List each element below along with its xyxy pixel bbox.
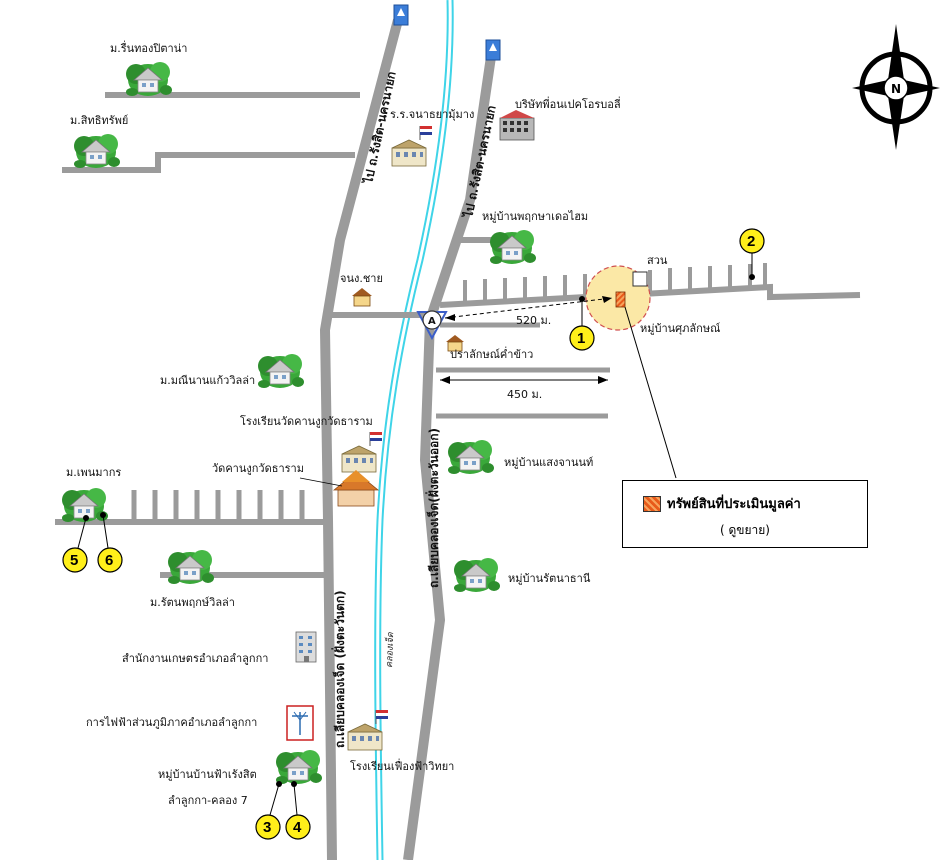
legend: ทรัพย์สินที่ประเมินมูลค่า ( ดูขยาย) <box>622 480 868 548</box>
svg-text:1: 1 <box>577 330 585 347</box>
soi-ticks-west <box>131 490 305 520</box>
label-manee: ม.มณีนานแก้ววิลล่า <box>160 374 255 387</box>
road-east <box>403 49 497 860</box>
label-garden: สวน <box>647 254 668 267</box>
distance-label-520: 520 ม. <box>516 314 551 327</box>
label-village-rattanathani: หมู่บ้านรัตนาธานี <box>508 572 591 585</box>
svg-text:3: 3 <box>263 819 271 836</box>
garden-icon <box>632 271 648 287</box>
marker-3: 3 <box>255 781 282 840</box>
road-label-west-bottom: ถ.เลียบคลองเจ็ด (ฝั่งตะวันตก) <box>331 590 347 748</box>
road-west <box>319 18 403 860</box>
office-icon <box>295 631 317 663</box>
label-school-top: ร.ร.จนาธยามุ้มาง <box>390 108 474 121</box>
svg-text:6: 6 <box>105 552 113 569</box>
temple-icon <box>299 470 380 507</box>
company-icon <box>499 110 535 141</box>
village-icon <box>489 229 537 265</box>
label-mueang-pha: ม.เพนมากร <box>66 466 121 479</box>
label-village-subject: หมู่บ้านศุภลักษณ์ <box>640 322 720 335</box>
label-electric: การไฟฟ้าส่วนภูมิภาคอำเภอลำลูกกา <box>86 716 257 729</box>
road-sitthi-sap <box>62 152 355 173</box>
label-ratchan: ปราลักษณ์ค่ำข้าว <box>450 346 533 361</box>
soi-ticks-east <box>463 263 767 303</box>
marker-6: 6 <box>97 512 123 573</box>
label-agri-office: สำนักงานเกษตรอำเภอลำลูกกา <box>122 652 268 665</box>
label-ratchaphruek: ม.รัตนพฤกษ์วิลล่า <box>150 596 235 609</box>
marker-2: 2 <box>739 228 765 280</box>
village-icon <box>257 353 305 389</box>
label-school-bottom: โรงเรียนเฟื่องฟ้าวิทยา <box>350 758 454 773</box>
school-icon <box>391 125 433 167</box>
label-sitthi-sap: ม.สิทธิทรัพย์ <box>70 114 128 127</box>
school-icon <box>347 709 389 751</box>
arrow-up-icon <box>393 4 409 26</box>
village-icon <box>73 133 121 169</box>
shop-icon <box>446 335 464 352</box>
canal-label: คลองเจ็ด <box>383 631 396 668</box>
marker-1: 1 <box>569 296 595 351</box>
label-company: บริษัทพี่อนเปคโอรบอลี่ <box>515 96 621 111</box>
electric-icon <box>286 705 314 741</box>
village-icon <box>167 549 215 585</box>
marker-4: 4 <box>285 781 311 840</box>
label-village-right-top: หมู่บ้านพฤกษาเดอไฮม <box>482 210 588 223</box>
junction-a-marker: A <box>416 310 448 341</box>
arrow-up-icon <box>485 39 501 61</box>
legend-pointer <box>624 306 677 479</box>
svg-text:N: N <box>891 82 901 96</box>
label-village-bottom: หมู่บ้านบ้านฟ้าเรังสิต <box>158 768 257 781</box>
shop-icon <box>352 288 372 307</box>
legend-title: ทรัพย์สินที่ประเมินมูลค่า <box>667 497 801 512</box>
marker-5: 5 <box>62 515 89 573</box>
label-village-bottom-2: ลำลูกกา-คลอง 7 <box>168 794 248 807</box>
village-icon <box>453 557 501 593</box>
village-icon <box>125 61 173 97</box>
north-arrow-icon: N <box>852 24 940 150</box>
svg-text:4: 4 <box>293 819 302 836</box>
distance-450: 450 ม. <box>440 376 608 401</box>
canal-line-inner <box>376 0 452 860</box>
label-shop: จนง.ชาย <box>340 272 383 285</box>
label-school-mid: โรงเรียนวัดคานงูกวัดธาราม <box>240 414 373 428</box>
legend-subtitle: ( ดูขยาย) <box>720 523 770 537</box>
label-temple: วัดคานงูกวัดธาราม <box>212 462 304 475</box>
svg-text:2: 2 <box>747 233 755 250</box>
property-swatch-icon <box>643 495 661 512</box>
label-ruen-thong: ม.รื่นทองปิตาน่า <box>110 40 187 55</box>
distance-label-450: 450 ม. <box>507 388 542 401</box>
label-village-sangchan: หมู่บ้านแสงจานนท์ <box>504 456 593 469</box>
legend-row: ทรัพย์สินที่ประเมินมูลค่า <box>643 493 801 514</box>
school-icon <box>341 431 383 473</box>
svg-text:5: 5 <box>70 552 78 569</box>
subject-property-icon <box>615 291 626 308</box>
svg-text:A: A <box>428 316 436 327</box>
distance-520: 520 ม. <box>444 296 613 327</box>
road-label-east-bottom: ถ.เลียบคลองเจ็ด(ฝั่งตะวันออก) <box>425 428 441 588</box>
village-icon <box>275 749 323 785</box>
village-icon <box>447 439 495 475</box>
